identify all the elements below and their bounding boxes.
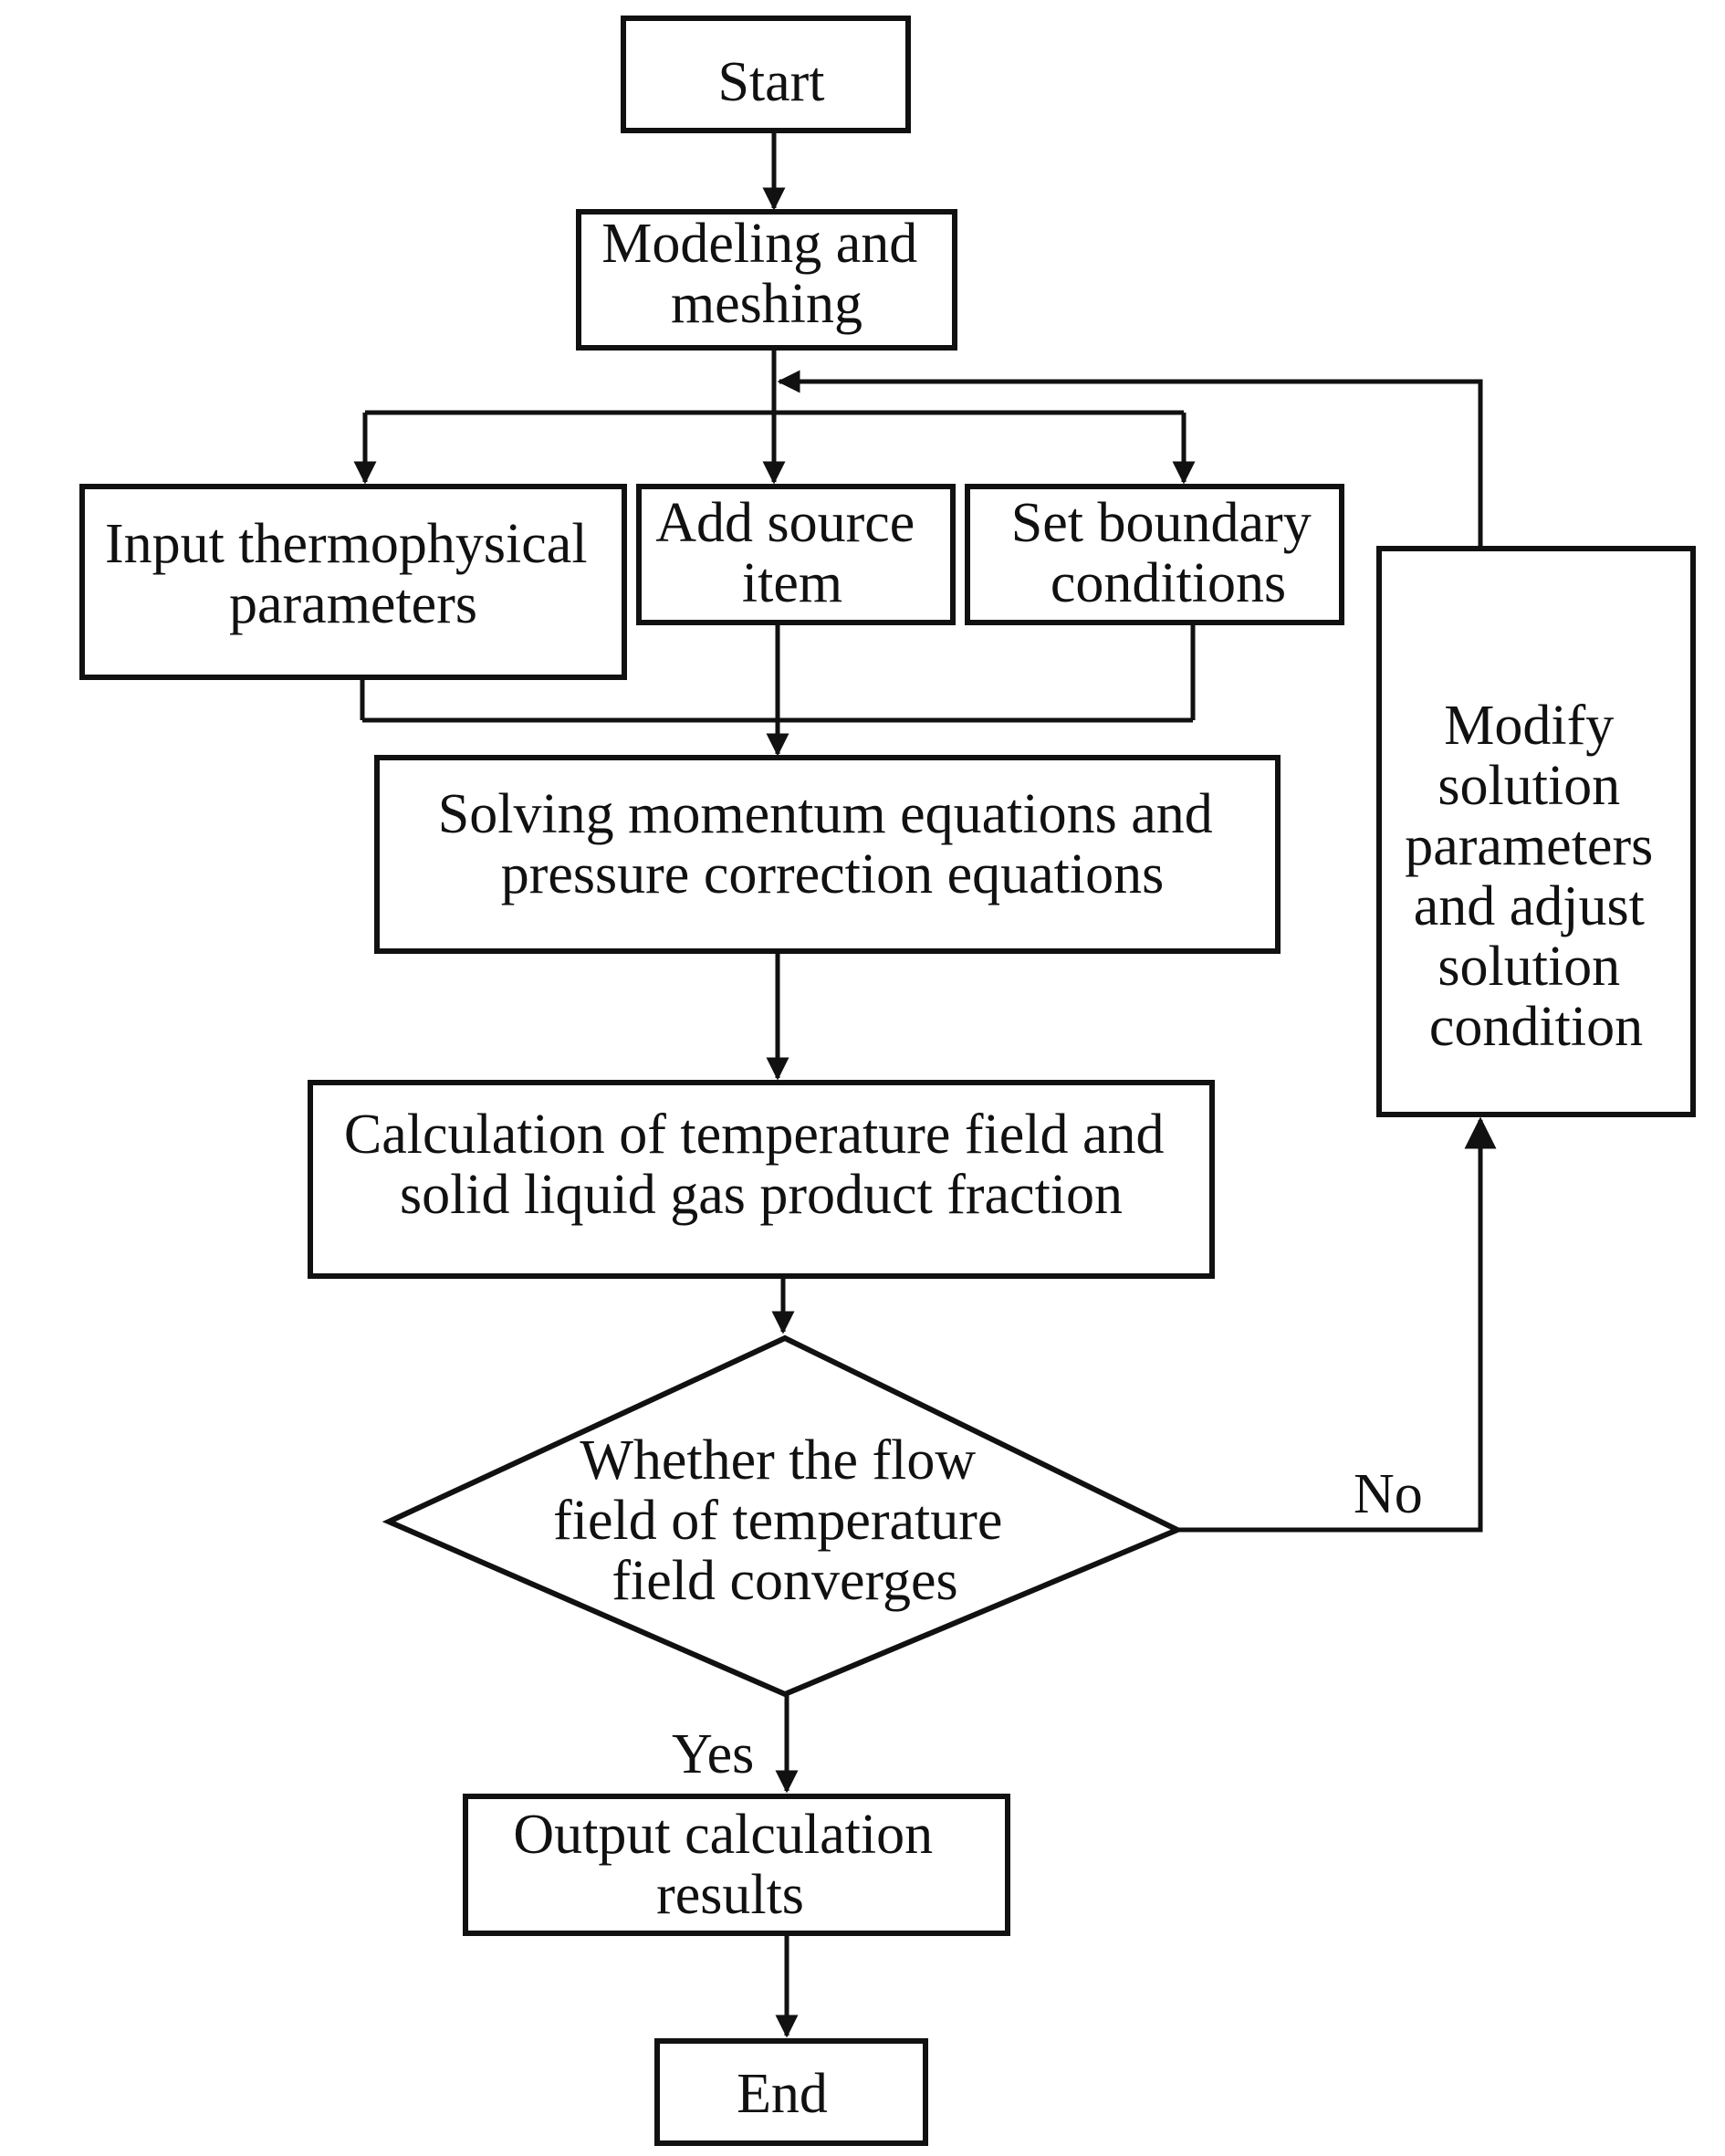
node-modify-line-1: Modify bbox=[1444, 695, 1614, 757]
node-add-source-line-1: Add source bbox=[655, 492, 915, 554]
svg-text:Modeling and meshing: Modeling and meshing bbox=[601, 213, 932, 335]
node-decision-line-1: Whether the flow bbox=[580, 1429, 976, 1491]
node-end: End bbox=[654, 2038, 928, 2146]
node-add-source-line-2: item bbox=[742, 552, 842, 614]
svg-text:Add source item: Add source item bbox=[655, 492, 929, 614]
edge-decision-no-to-modify bbox=[1177, 1116, 1497, 1533]
svg-text:Input thermophysical par: Input thermophysical parameters bbox=[105, 513, 601, 635]
edge-label-no: No bbox=[1354, 1463, 1423, 1525]
edges bbox=[353, 131, 1497, 2038]
node-decision-converges: Whether the flow field of temperature fi… bbox=[382, 1334, 1185, 1698]
node-decision-line-3: field converges bbox=[612, 1550, 957, 1612]
node-set-boundary: Set boundary conditions bbox=[965, 484, 1344, 625]
svg-text:Set boundary conditions: Set boundary conditions bbox=[1011, 492, 1325, 614]
node-boundary-line-1: Set boundary bbox=[1011, 492, 1312, 554]
node-calculation-line-2: solid liquid gas product fraction bbox=[400, 1164, 1123, 1226]
node-calculation-line-1: Calculation of temperature field and bbox=[344, 1104, 1165, 1166]
edge-label-yes: Yes bbox=[672, 1723, 754, 1785]
edge-modify-loop-back bbox=[777, 370, 1483, 549]
node-modify-solution: Modify solution parameters and adjust so… bbox=[1376, 546, 1696, 1117]
node-modify-line-6: condition bbox=[1429, 996, 1643, 1058]
node-modeling-line-2: meshing bbox=[671, 273, 862, 335]
node-input-line-2: parameters bbox=[229, 573, 477, 635]
node-decision-line-2: field of temperature bbox=[553, 1490, 1002, 1552]
node-solving-line-2: pressure correction equations bbox=[501, 843, 1165, 905]
node-start: Start bbox=[621, 16, 911, 133]
svg-text:Start: Start bbox=[717, 51, 824, 113]
node-output-line-2: results bbox=[656, 1864, 804, 1926]
node-calculation-temperature: Calculation of temperature field and sol… bbox=[308, 1080, 1215, 1279]
svg-text:Whether the flow field o: Whether the flow field of temperature fi… bbox=[553, 1429, 1017, 1612]
node-modify-line-2: solution bbox=[1438, 755, 1620, 817]
node-start-label: Start bbox=[717, 51, 824, 113]
node-add-source-item: Add source item bbox=[636, 484, 956, 625]
svg-text:End: End bbox=[737, 2063, 828, 2125]
node-solving-line-1: Solving momentum equations and bbox=[438, 783, 1213, 845]
node-boundary-line-2: conditions bbox=[1051, 552, 1286, 614]
node-modify-line-4: and adjust bbox=[1414, 875, 1645, 937]
svg-text:Calculation of temperature fie: Calculation of temperature field and sol… bbox=[344, 1104, 1178, 1226]
node-output-results: Output calculation results bbox=[463, 1794, 1010, 1936]
node-modify-line-3: parameters bbox=[1405, 815, 1653, 877]
node-modeling-line-1: Modeling and bbox=[601, 213, 917, 275]
node-output-line-1: Output calculation bbox=[513, 1804, 933, 1866]
svg-text:Solving momentum equations and: Solving momentum equations and pressure … bbox=[438, 783, 1228, 905]
node-modify-line-5: solution bbox=[1438, 936, 1620, 998]
node-input-thermophysical: Input thermophysical parameters bbox=[79, 484, 627, 680]
node-input-line-1: Input thermophysical bbox=[105, 513, 588, 575]
svg-text:Output calculation resul: Output calculation results bbox=[513, 1804, 946, 1926]
svg-text:Modify solution pa: Modify solution parameters and adjust so… bbox=[1405, 695, 1667, 1058]
node-end-label: End bbox=[737, 2063, 828, 2125]
node-solving-equations: Solving momentum equations and pressure … bbox=[374, 755, 1281, 954]
node-modeling-meshing: Modeling and meshing bbox=[576, 209, 957, 351]
